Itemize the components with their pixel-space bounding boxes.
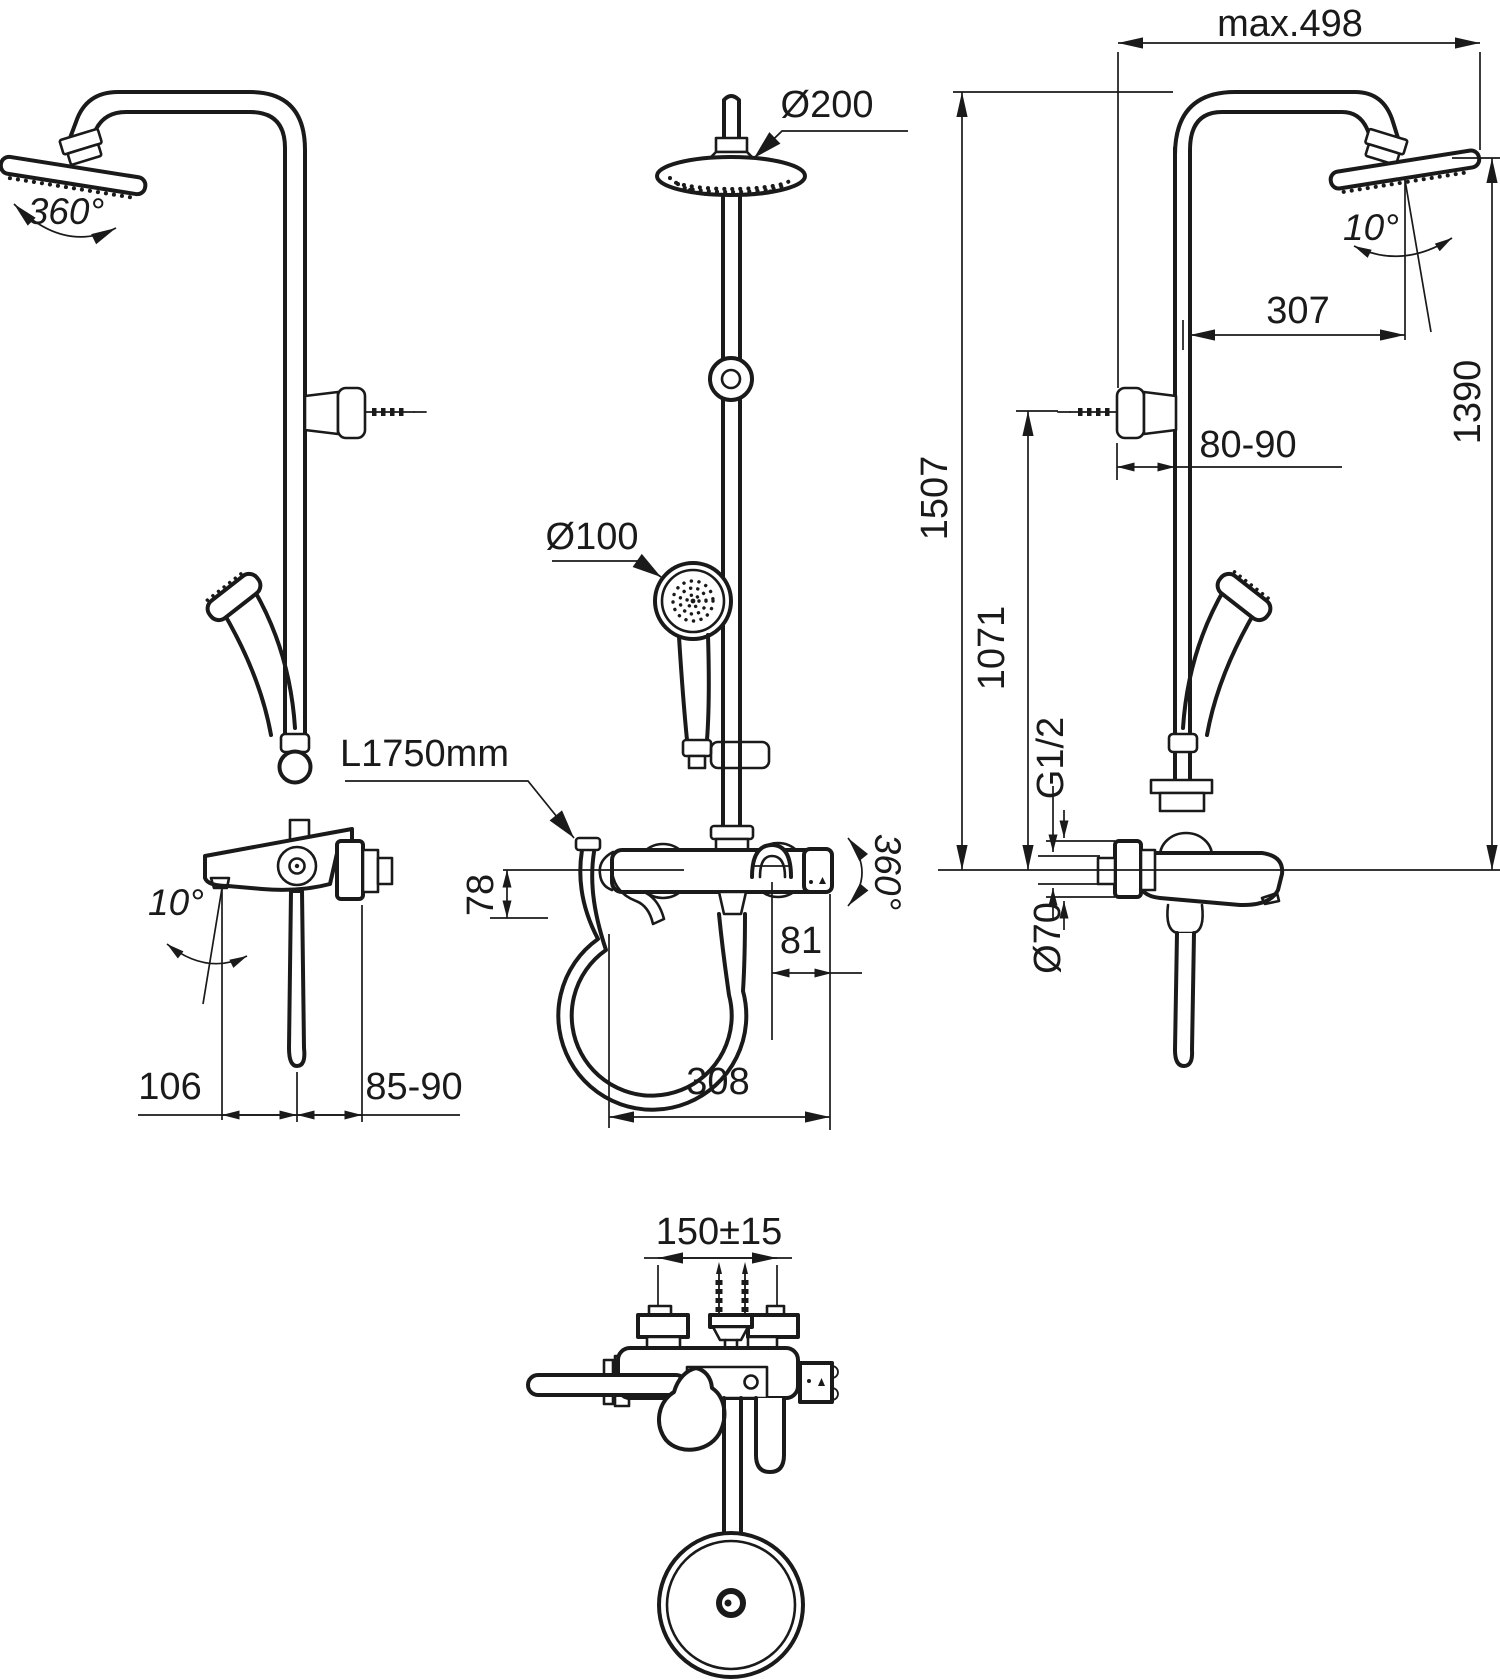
handspray-diameter-leader [552, 553, 662, 578]
spout-angle-annotation: 10° [148, 882, 248, 1120]
shower-arm-right [1173, 90, 1400, 172]
thread-callout: G1/2 [1030, 717, 1100, 918]
spout-underside [610, 870, 666, 926]
handspray-diameter-callout: Ø100 [546, 516, 662, 578]
handle-reach-dimension: 81 [771, 882, 862, 1040]
overall-width-dimension: 308 [608, 894, 831, 1130]
view-column-front: Ø200 Ø100 [546, 84, 908, 828]
escutcheon-diameter-label: Ø70 [1027, 902, 1069, 974]
riser-pipe [283, 146, 307, 737]
arm-ball-joint-right [1364, 127, 1409, 166]
diverter-knob [750, 843, 793, 879]
mixer-side-right [1096, 778, 1285, 1068]
total-height-label: 1507 [914, 456, 956, 541]
shower-arm [68, 90, 307, 172]
rotation-arc-arrow [13, 203, 117, 245]
body-height-label: 78 [460, 874, 502, 916]
thread-nipple [1096, 856, 1117, 886]
head-diameter-leader [753, 130, 908, 159]
arm-ball-joint [58, 127, 103, 166]
mounting-pins [715, 1262, 749, 1321]
escutcheon [1113, 839, 1143, 899]
mixer-body-front [610, 848, 832, 894]
head-offset-label: 307 [1266, 290, 1329, 332]
escutcheon-side [335, 839, 394, 901]
mixer-handle [287, 889, 307, 1068]
bottom-port [717, 890, 748, 916]
hose-length-label: L1750mm [340, 733, 509, 775]
hose-stub [754, 1396, 786, 1474]
wall-distance-label: 85-90 [365, 1066, 462, 1108]
connection-spacing-label: 150±15 [656, 1211, 783, 1253]
spout-outlet [209, 876, 231, 890]
hand-shower-right [1167, 570, 1273, 754]
bracket-distance-dimension: 80-90 [1116, 424, 1342, 480]
wall-distance-dimension: 85-90 [297, 1066, 463, 1120]
handle-top [657, 1366, 727, 1452]
view-mixer-top: 150±15 [526, 1211, 839, 1679]
head-stem [704, 94, 759, 164]
spout-top [526, 1373, 688, 1397]
hand-shower [205, 570, 297, 737]
bracket-distance-label: 80-90 [1199, 424, 1296, 466]
wall-bracket-right [1057, 386, 1178, 440]
spout-reach-label: 106 [138, 1066, 201, 1108]
handspray-diameter-label: Ø100 [546, 516, 639, 558]
wall-bracket [303, 386, 427, 440]
head-tilt-label: 10° [1343, 207, 1399, 248]
spout-end [598, 850, 615, 892]
mixer-handle [1173, 931, 1196, 1068]
max-reach-dimension: max.498 [1117, 3, 1481, 388]
shower-head-front [655, 155, 807, 197]
shower-hose [556, 836, 749, 1112]
slider-ring [708, 356, 754, 402]
view-mixer-side: 10° 106 85-90 [138, 818, 463, 1122]
spout-angle-label: 10° [148, 882, 204, 923]
body-height-dimension: 78 [460, 869, 684, 919]
head-rotation-label: 360° [28, 191, 105, 232]
riser-pipe-front [721, 193, 742, 828]
hand-shower-front [653, 561, 771, 770]
bracket-height-dimension: 1071 [971, 410, 1058, 870]
shower-head [0, 154, 148, 200]
head-tilt-annotation: 10° [1343, 179, 1453, 340]
handle-reach-label: 81 [780, 920, 822, 962]
handle-rotation-label: 360° [867, 834, 908, 911]
head-height-dimension: 1390 [1447, 157, 1500, 870]
thread-label: G1/2 [1030, 717, 1072, 799]
diverter-box-top [798, 1361, 839, 1404]
head-offset-dimension: 307 [1182, 290, 1405, 350]
pipe-end-cap [277, 732, 313, 785]
overall-width-label: 308 [686, 1061, 749, 1103]
view-system-side-right: 10° max.498 [914, 3, 1500, 1068]
head-diameter-label: Ø200 [781, 84, 874, 126]
head-disc-top [657, 1531, 805, 1679]
bracket-height-label: 1071 [971, 606, 1013, 691]
view-column-side-left: 360° [0, 90, 427, 785]
head-rotation-annotation: 360° [13, 191, 117, 245]
escutcheon-diameter-dimension: Ø70 [1027, 810, 1115, 974]
spout-reach-dimension: 106 [138, 905, 460, 1122]
hose-end-nut [574, 836, 602, 852]
head-diameter-callout: Ø200 [753, 84, 908, 159]
handspray-holder [709, 740, 771, 770]
handle-end-cap [802, 847, 834, 894]
view-mixer-front: L1750mm 78 81 360° 308 [340, 733, 908, 1130]
left-connection [636, 1304, 690, 1350]
hose-length-callout: L1750mm [340, 733, 575, 839]
right-connection [746, 1304, 800, 1350]
max-reach-label: max.498 [1217, 3, 1363, 45]
handspray-holder [1167, 732, 1199, 754]
total-height-dimension: 1507 [914, 91, 1173, 870]
top-connection [709, 824, 755, 853]
connection-spacing-dimension: 150±15 [644, 1211, 792, 1310]
head-height-label: 1390 [1447, 360, 1489, 445]
handle-rotation-annotation: 360° [847, 834, 908, 911]
